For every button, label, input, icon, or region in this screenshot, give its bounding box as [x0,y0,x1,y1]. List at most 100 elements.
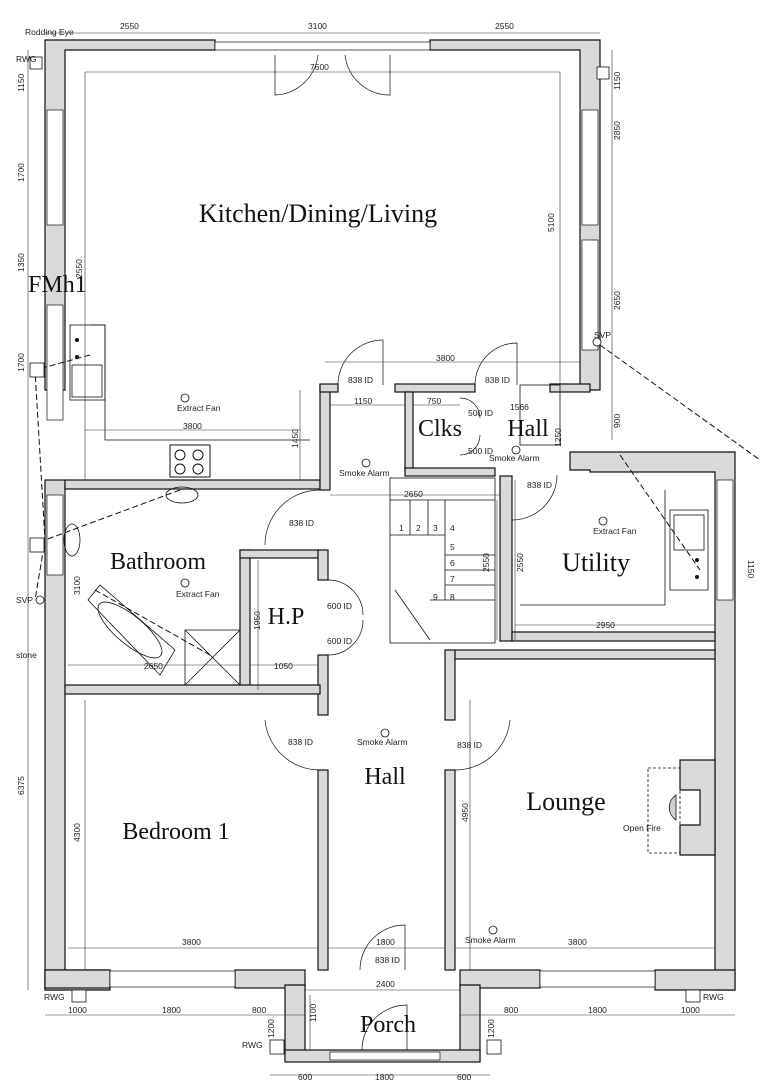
room-bathroom: Bathroom [110,549,206,575]
dim-porch-2400: 2400 [376,979,395,989]
dim-bottom-800-r: 800 [504,1005,518,1015]
room-clks: Clks [418,416,462,442]
dim-clks-1566: 1566 [510,402,529,412]
door-label-clks-bottom: 500 ID [468,446,493,456]
door-swings [264,54,558,1051]
dim-sink-zone-3800: 3800 [436,353,455,363]
dim-left-1700b: 1700 [16,353,26,372]
room-fmh1: FMh1 [28,272,87,298]
dim-lounge-3800: 3800 [568,937,587,947]
stair-7: 7 [450,574,455,584]
dim-bottom-1000-r: 1000 [681,1005,700,1015]
dim-porch-1200-l: 1200 [266,1019,276,1038]
dim-bathroom-2650: 2650 [144,661,163,671]
dim-left-1350: 1350 [16,253,26,272]
door-label-kitchen-right: 838 ID [485,375,510,385]
dim-stairs-2550: 2550 [481,553,491,572]
smoke-alarm-lounge: Smoke Alarm [465,935,516,945]
dim-right-1150: 1150 [612,71,622,90]
fixtures [63,324,709,854]
extract-fan-utility: Extract Fan [593,526,637,536]
dim-kitchen-height: 5100 [546,213,556,232]
room-hall-lower: Hall [364,764,406,790]
room-hall-upper: Hall [507,416,549,442]
dim-porch-1200-r: 1200 [486,1019,496,1038]
internal-walls [64,383,716,971]
door-label-lounge: 838 ID [457,740,482,750]
room-kitchen: Kitchen/Dining/Living [199,199,437,228]
dim-right-edge-1150: 1150 [746,560,756,579]
door-label-bathroom: 838 ID [289,518,314,528]
dim-hp-1950: 1950 [252,611,262,630]
stair-9: 9 [433,592,438,602]
dim-left-1700: 1700 [16,163,26,182]
dim-left-3100: 3100 [72,576,82,595]
dim-bottom-1800-r: 1800 [588,1005,607,1015]
room-utility: Utility [562,548,630,577]
dim-bottom-800-l: 800 [252,1005,266,1015]
stair-1: 1 [399,523,404,533]
dim-porch-1100: 1100 [308,1003,318,1022]
sensor-markers [29,56,701,1055]
dim-top-right: 2550 [495,21,514,31]
dim-left-2550: 2550 [74,259,84,278]
dim-hall-1150: 1150 [354,396,373,406]
rodding-eye-label: Rodding Eye [25,27,74,37]
dim-utility-2550: 2550 [515,553,525,572]
smoke-alarm-hall-lower: Smoke Alarm [357,737,408,747]
door-label-clks-top: 500 ID [468,408,493,418]
door-label-bedroom: 838 ID [288,737,313,747]
extract-fan-kitchen: Extract Fan [177,403,221,413]
dim-right-900: 900 [612,414,622,428]
stair-4: 4 [450,523,455,533]
stair-5: 5 [450,542,455,552]
rwg-label-br: RWG [703,992,724,1002]
stair-2: 2 [416,523,421,533]
room-labels: Kitchen/Dining/Living FMh1 Bathroom H.P … [28,199,630,1038]
dim-top-mid: 3100 [308,21,327,31]
door-labels: 838 ID 838 ID 500 ID 500 ID 838 ID 838 I… [288,375,552,965]
dim-left-1150: 1150 [16,73,26,92]
room-hp: H.P [268,604,305,630]
stair-6: 6 [450,558,455,568]
dimension-lines [27,32,735,1076]
dim-clks-750: 750 [427,396,441,406]
drain-lines [34,344,761,656]
dim-kitchen-lower-3800: 3800 [183,421,202,431]
smoke-alarm-clks: Smoke Alarm [489,453,540,463]
rwg-label-porch: RWG [242,1040,263,1050]
dim-bedroom-4300: 4300 [72,823,82,842]
stair-8: 8 [450,592,455,602]
outer-walls [44,39,736,1063]
dim-lounge-4950: 4950 [460,803,470,822]
stair-3: 3 [433,523,438,533]
dim-hob-1450: 1450 [290,429,300,448]
dim-left-6375: 6375 [16,776,26,795]
room-porch: Porch [360,1012,416,1038]
door-label-front: 838 ID [375,955,400,965]
dim-top-left: 2550 [120,21,139,31]
dimension-texts: 2550 3100 2550 7600 5100 1150 1700 1350 … [16,21,756,1080]
door-label-hp-bottom: 600 ID [327,636,352,646]
dim-bottom-1000-l: 1000 [68,1005,87,1015]
dim-bottom-1800-mid: 1800 [375,1072,394,1080]
dim-right-2650: 2650 [612,291,622,310]
door-label-kitchen-left: 838 ID [348,375,373,385]
svp-label-left: SVP [16,595,33,605]
dim-hall-1800: 1800 [376,937,395,947]
annotations: Rodding Eye RWG SVP SVP stone RWG RWG RW… [16,27,724,1050]
dim-utility-2950: 2950 [596,620,615,630]
room-bedroom1: Bedroom 1 [122,819,229,845]
dim-bottom-1800-l: 1800 [162,1005,181,1015]
dim-hp-1050: 1050 [274,661,293,671]
staircase [389,477,496,644]
extract-fan-bathroom: Extract Fan [176,589,220,599]
rwg-label-tl: RWG [16,54,37,64]
dim-clks-1250: 1250 [553,428,563,447]
smoke-alarm-hall-upper: Smoke Alarm [339,468,390,478]
dim-kitchen-width: 7600 [310,62,329,72]
door-label-utility: 838 ID [527,480,552,490]
door-label-hp-top: 600 ID [327,601,352,611]
room-lounge: Lounge [526,787,605,816]
